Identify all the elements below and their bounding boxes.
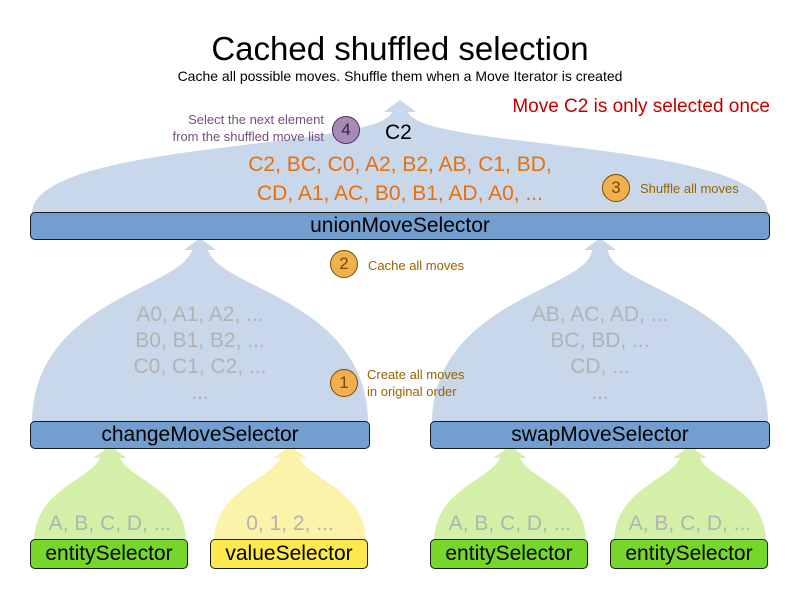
change-move-list: A0, A1, A2, ... B0, B1, B2, ... C0, C1, … (100, 302, 300, 406)
step-3-label: Shuffle all moves (640, 181, 739, 196)
shuffled-line-2: CD, A1, AC, B0, B1, AD, A0, ... (257, 182, 543, 205)
swap-move-selector: swapMoveSelector (430, 421, 770, 449)
page-subtitle: Cache all possible moves. Shuffle them w… (177, 68, 623, 84)
step-3-badge: 3 (602, 174, 630, 202)
step-4-line-2: from the shuffled move list (172, 129, 325, 144)
step-1-line-1: Create all moves (367, 367, 465, 382)
selection-note: Move C2 is only selected once (512, 96, 770, 117)
change-move-selector: changeMoveSelector (30, 421, 370, 449)
entity-selector-1: entitySelector (30, 539, 188, 569)
step-1-badge: 1 (330, 369, 358, 397)
step-4-label: Select the next element from the shuffle… (140, 111, 325, 145)
step-1-label: Create all moves in original order (367, 366, 465, 400)
selected-move: C2 (385, 121, 412, 144)
value-selector: valueSelector (210, 539, 368, 569)
step-2-label: Cache all moves (368, 258, 465, 273)
union-move-selector: unionMoveSelector (30, 212, 770, 240)
entity-selector-2: entitySelector (430, 539, 588, 569)
swap-move-list: AB, AC, AD, ... BC, BD, ... CD, ... ... (500, 302, 700, 406)
change-move-row-2: B0, B1, B2, ... (135, 329, 265, 352)
shuffled-line-1: C2, BC, C0, A2, B2, AB, C1, BD, (248, 153, 552, 176)
page-title: Cached shuffled selection (211, 30, 589, 67)
change-move-row-4: ... (191, 381, 209, 404)
step-4-badge: 4 (332, 116, 360, 144)
change-flow-shape (32, 238, 368, 424)
swap-flow-shape (432, 238, 768, 424)
swap-move-row-2: BC, BD, ... (550, 329, 650, 352)
entity-values-1: A, B, C, D, ... (48, 512, 172, 535)
swap-move-row-1: AB, AC, AD, ... (531, 303, 669, 326)
step-1-line-2: in original order (367, 384, 457, 399)
step-4-line-1: Select the next element (188, 112, 324, 127)
value-values: 0, 1, 2, ... (246, 512, 334, 535)
swap-move-row-4: ... (591, 381, 609, 404)
entity-selector-3: entitySelector (610, 539, 768, 569)
step-2-badge: 2 (330, 250, 358, 278)
change-move-row-3: C0, C1, C2, ... (133, 355, 267, 378)
change-move-row-1: A0, A1, A2, ... (136, 303, 264, 326)
swap-move-row-3: CD, ... (570, 355, 630, 378)
entity-flow-shape-2 (434, 446, 586, 542)
shuffled-move-list: C2, BC, C0, A2, B2, AB, C1, BD, CD, A1, … (200, 150, 600, 208)
value-flow-shape (214, 446, 366, 542)
entity-values-3: A, B, C, D, ... (628, 512, 752, 535)
union-flow-shape (32, 100, 768, 214)
entity-values-2: A, B, C, D, ... (448, 512, 572, 535)
entity-flow-shape-3 (614, 446, 766, 542)
entity-flow-shape-1 (34, 446, 186, 542)
